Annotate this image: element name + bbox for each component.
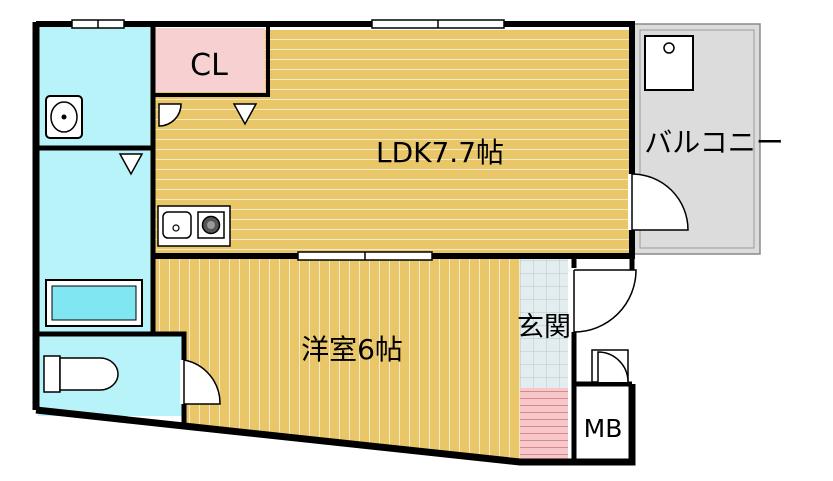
windows <box>71 19 505 261</box>
toilet-icon <box>43 355 119 393</box>
stove-icon <box>197 211 225 239</box>
outdoor-unit-icon <box>644 35 694 91</box>
bathtub-icon <box>45 279 143 327</box>
balcony-inner-line <box>639 29 755 249</box>
closet-floor-overlay <box>153 28 265 92</box>
western-room-label: 洋室6帖 <box>301 333 403 366</box>
balcony-label: バルコニー <box>644 126 783 159</box>
door-swings <box>118 103 689 405</box>
entrance-tile <box>520 258 568 388</box>
ldk-label: LDK7.7帖 <box>376 136 504 169</box>
meter-box-floor <box>574 384 630 460</box>
washbasin-icon <box>45 95 83 139</box>
closet-label: CL <box>190 48 228 83</box>
meter-box-label: MB <box>584 414 623 443</box>
entrance-label: 玄関 <box>517 312 571 343</box>
western-room-floor <box>153 258 520 462</box>
entrance-step <box>520 388 568 462</box>
